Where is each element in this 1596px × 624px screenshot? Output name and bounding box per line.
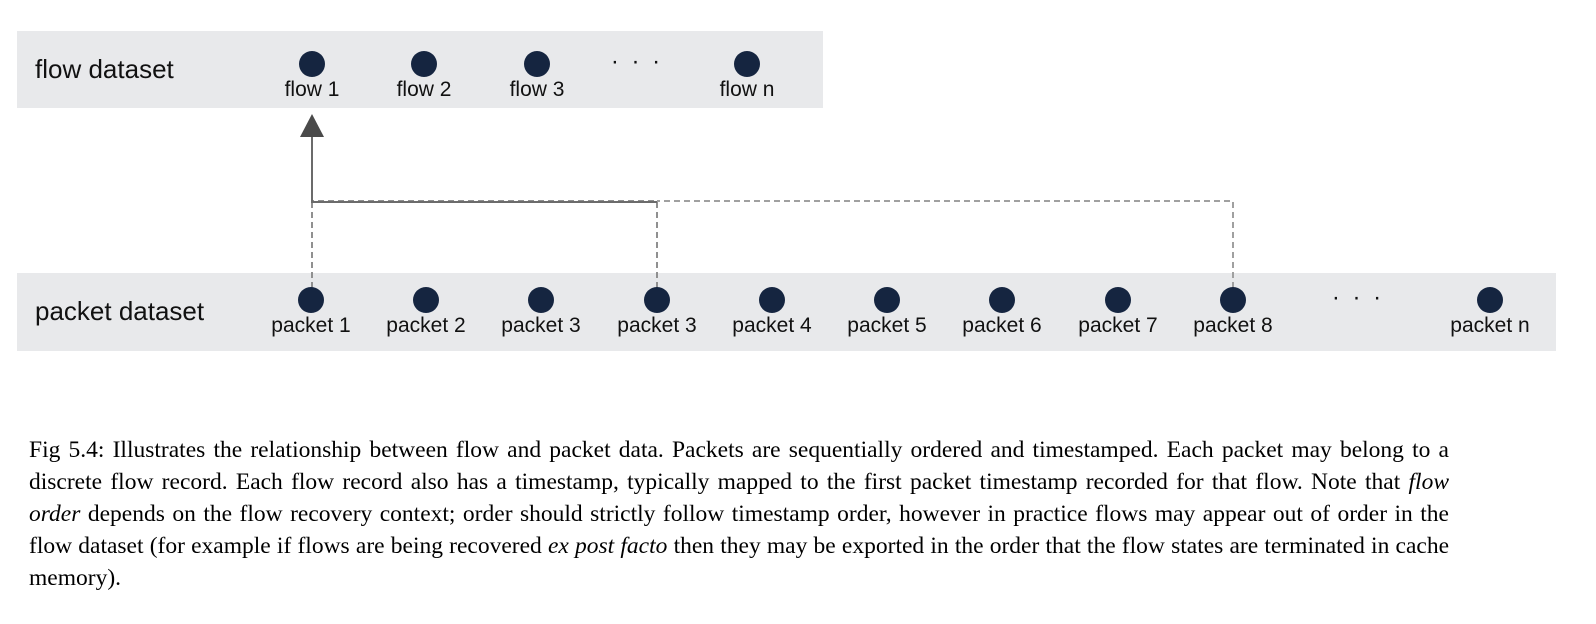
flow-label: flow n	[719, 78, 775, 101]
packet-dot	[759, 287, 785, 313]
packet-dot	[874, 287, 900, 313]
packet-dataset-band	[17, 273, 1556, 351]
caption-text-1: Fig 5.4: Illustrates the relationship be…	[29, 437, 1449, 495]
packet-label: packet 3	[501, 314, 581, 337]
caption-italic-2: ex post facto	[547, 533, 668, 559]
packet-dot	[1220, 287, 1246, 313]
packet-label: packet 4	[732, 314, 812, 337]
packet-label: packet 2	[386, 314, 466, 337]
caption-text-3: then they may be exported in the order t…	[29, 533, 1449, 591]
caption-text-2: depends on the flow recovery context; or…	[29, 501, 1449, 559]
flow-label: flow 3	[509, 78, 565, 101]
flow-dot	[734, 51, 760, 77]
flow-dot	[411, 51, 437, 77]
packet-label: packet 8	[1193, 314, 1273, 337]
connector-packet8	[657, 200, 1234, 288]
packet-label: packet 5	[847, 314, 927, 337]
flow-dot	[299, 51, 325, 77]
packet-label: packet 3	[617, 314, 697, 337]
flow-label: flow 2	[396, 78, 452, 101]
packet-dot	[528, 287, 554, 313]
packet-label: packet 1	[271, 314, 351, 337]
caption-italic-1: flow order	[29, 469, 1449, 527]
flow-label: flow 1	[284, 78, 340, 101]
packet-dot	[644, 287, 670, 313]
packet-dot	[989, 287, 1015, 313]
flow-ellipsis: · · ·	[610, 48, 664, 75]
flow-dataset-label: flow dataset	[35, 54, 174, 84]
figure-caption: Fig 5.4: Illustrates the relationship be…	[29, 434, 1449, 594]
packet-label: packet n	[1450, 314, 1530, 337]
flow-dot	[524, 51, 550, 77]
packet-dataset-label: packet dataset	[35, 296, 205, 326]
packet-label: packet 7	[1078, 314, 1158, 337]
connector-packet3	[312, 200, 658, 288]
packet-dot	[413, 287, 439, 313]
packet-dot	[298, 287, 324, 313]
packet-dot	[1477, 287, 1503, 313]
packet-label: packet 6	[962, 314, 1042, 337]
connector-solid	[311, 136, 657, 203]
arrow-head	[300, 114, 324, 137]
packet-ellipsis: · · ·	[1331, 284, 1385, 311]
packet-dot	[1105, 287, 1131, 313]
